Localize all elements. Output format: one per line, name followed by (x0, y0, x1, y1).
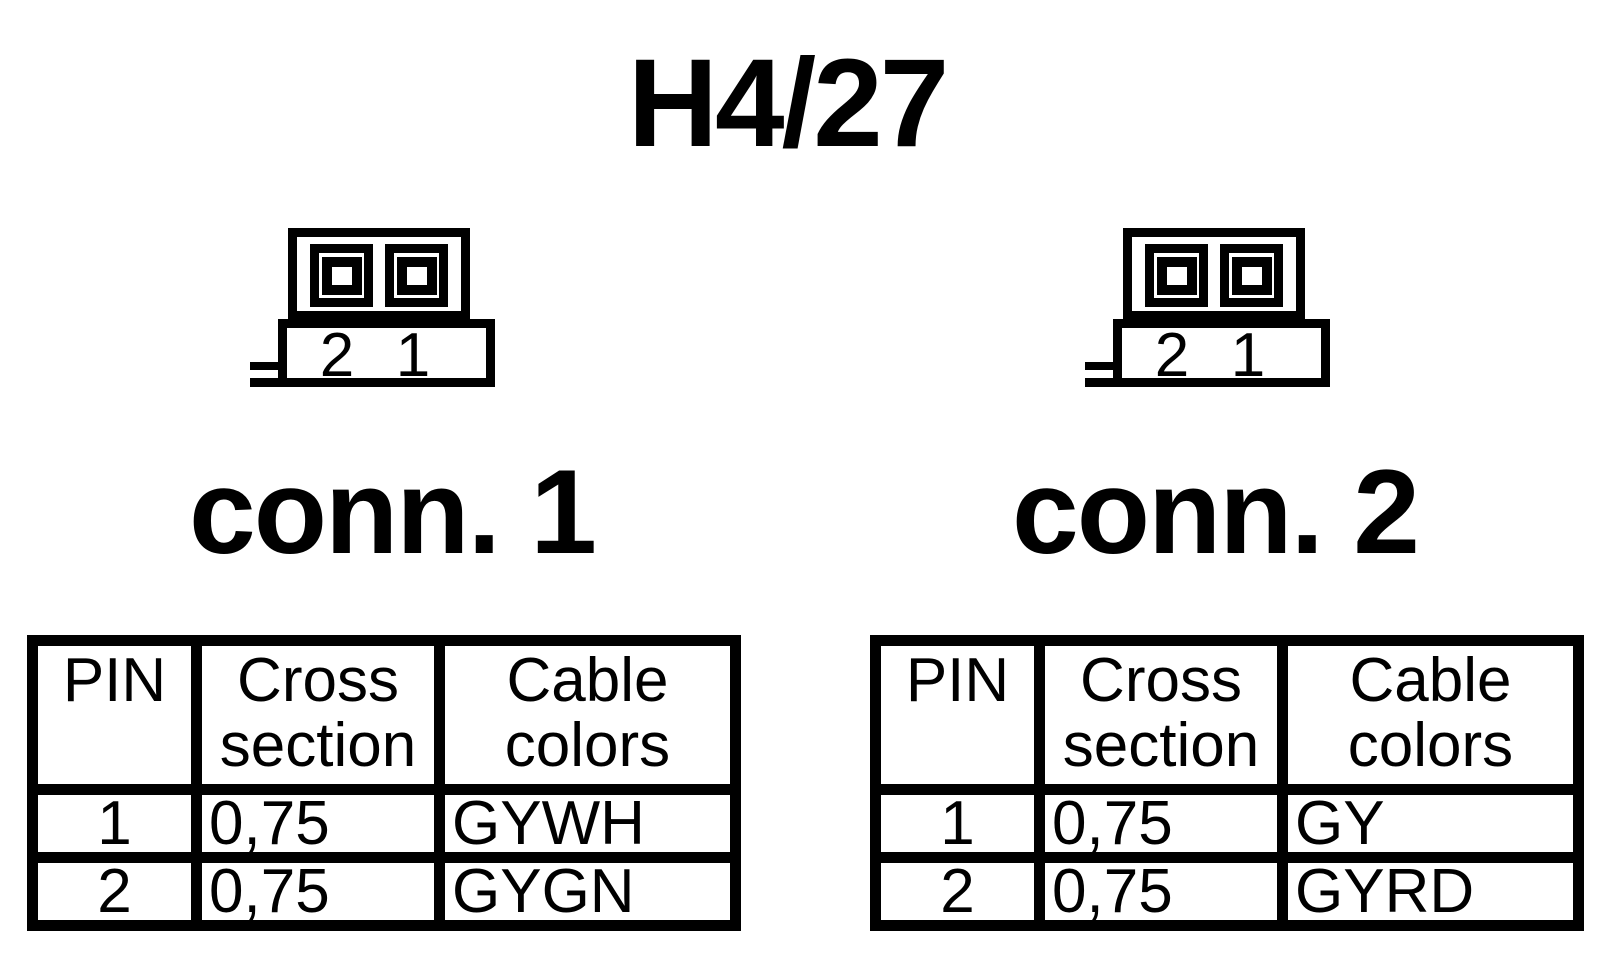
pin-socket-2 (310, 244, 373, 307)
cell-cable-color: GY (1277, 784, 1584, 863)
cell-pin: 2 (870, 852, 1045, 931)
pin-contact (1231, 256, 1272, 295)
connector-1-drawing: 2 1 (250, 228, 495, 387)
connector-mount-tab (250, 362, 279, 387)
header-pin: PIN (870, 635, 1045, 795)
cell-cable-color: GYWH (434, 784, 741, 863)
header-cross-section: Cross section (1034, 635, 1288, 795)
connector-base (278, 319, 495, 387)
cell-cable-color: GYGN (434, 852, 741, 931)
connector-2-label: conn. 2 (1011, 445, 1420, 579)
table-row: 2 0,75 GYGN (27, 852, 741, 931)
pin-socket-2 (1145, 244, 1208, 307)
cell-cross-section: 0,75 (1034, 784, 1288, 863)
header-pin: PIN (27, 635, 202, 795)
cell-pin: 1 (27, 784, 202, 863)
pin-contact (321, 256, 362, 295)
pinout-table-conn-1: PIN Cross section Cable colors 1 0,75 GY… (27, 635, 741, 931)
header-cable-colors: Cable colors (434, 635, 741, 795)
pin-number-label: 2 (319, 321, 355, 390)
connector-housing (1123, 228, 1305, 320)
page-title: H4/27 (627, 34, 950, 173)
pin-number-label: 1 (395, 321, 431, 390)
pin-contact (1156, 256, 1197, 295)
connector-mount-tab (1085, 362, 1114, 387)
cell-pin: 2 (27, 852, 202, 931)
connector-base (1113, 319, 1330, 387)
table-header-row: PIN Cross section Cable colors (27, 635, 741, 795)
connector-housing (288, 228, 470, 320)
cell-cross-section: 0,75 (191, 852, 445, 931)
table-header-row: PIN Cross section Cable colors (870, 635, 1584, 795)
cell-cross-section: 0,75 (191, 784, 445, 863)
cell-pin: 1 (870, 784, 1045, 863)
pin-socket-1 (385, 244, 448, 307)
pin-contact (396, 256, 437, 295)
pin-socket-1 (1220, 244, 1283, 307)
table-row: 1 0,75 GY (870, 784, 1584, 863)
connector-1-label: conn. 1 (188, 445, 597, 579)
table-row: 1 0,75 GYWH (27, 784, 741, 863)
pinout-table-conn-2: PIN Cross section Cable colors 1 0,75 GY… (870, 635, 1584, 931)
header-cross-section: Cross section (191, 635, 445, 795)
pin-number-label: 1 (1230, 321, 1266, 390)
table-row: 2 0,75 GYRD (870, 852, 1584, 931)
cell-cross-section: 0,75 (1034, 852, 1288, 931)
connector-2-drawing: 2 1 (1085, 228, 1330, 387)
pin-number-label: 2 (1154, 321, 1190, 390)
header-cable-colors: Cable colors (1277, 635, 1584, 795)
cell-cable-color: GYRD (1277, 852, 1584, 931)
